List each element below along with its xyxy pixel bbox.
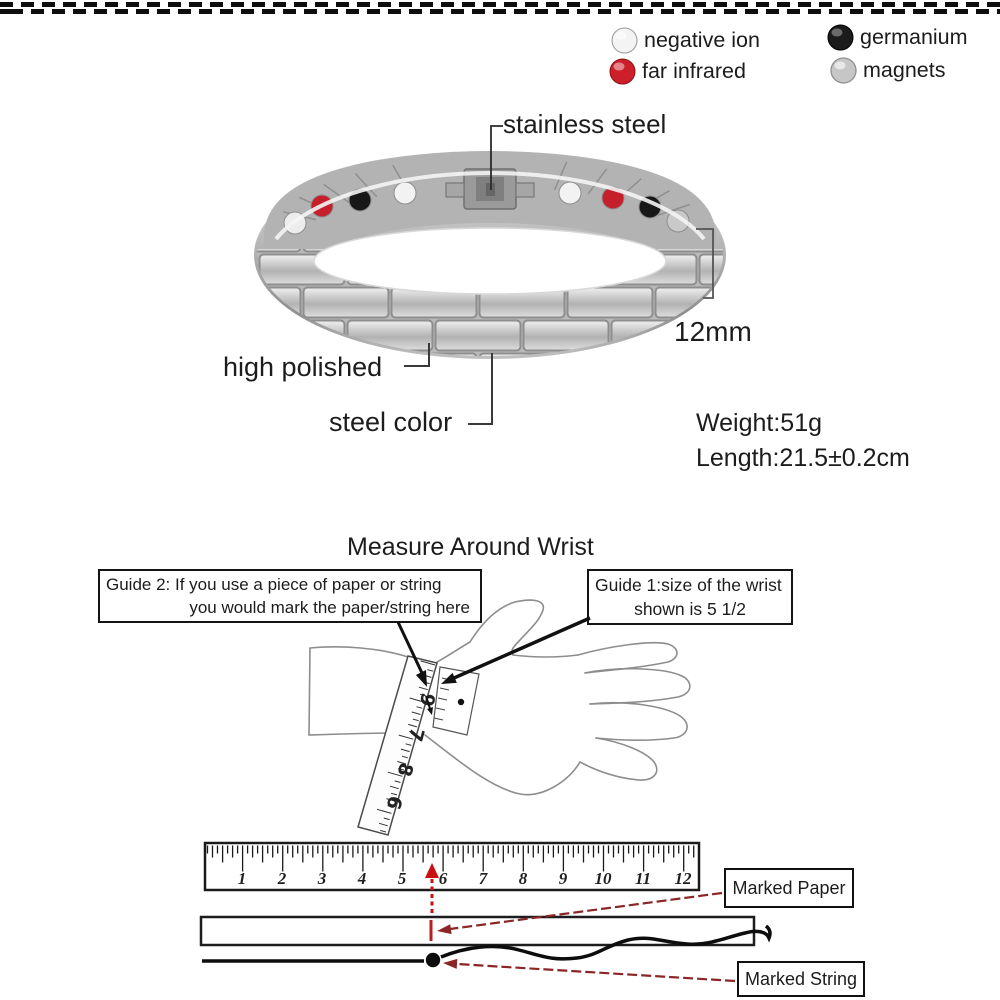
svg-text:8: 8 <box>392 760 417 778</box>
svg-text:7: 7 <box>479 869 489 888</box>
magnets-dot-icon <box>830 57 857 84</box>
guide1-arrow <box>453 616 591 680</box>
hand-illustration: 9 7 8 6 <box>308 599 691 836</box>
svg-text:5: 5 <box>398 869 407 888</box>
svg-text:11: 11 <box>635 869 651 888</box>
legend-label: magnets <box>863 58 946 82</box>
negative-ion-dot-icon <box>611 27 638 54</box>
bracelet-opening <box>313 227 667 295</box>
svg-text:7: 7 <box>403 725 428 743</box>
label-12mm: 12mm <box>674 316 752 347</box>
svg-text:10: 10 <box>595 869 613 888</box>
wrist-tape: 9 7 8 6 <box>357 655 480 836</box>
legend-item-germanium: germanium <box>827 24 968 51</box>
ruler-ticks <box>206 845 695 872</box>
svg-text:3: 3 <box>317 869 327 888</box>
guide2-line1: Guide 2: If you use a piece of paper or … <box>106 575 442 594</box>
svg-text:6: 6 <box>439 869 448 888</box>
guide2-box: Guide 2: If you use a piece of paper or … <box>98 569 482 623</box>
legend-label: negative ion <box>644 28 760 52</box>
legend-label: far infrared <box>642 59 746 83</box>
legend-item-magnets: magnets <box>830 57 945 84</box>
marked-paper-label: Marked Paper <box>724 868 854 908</box>
svg-text:4: 4 <box>357 869 367 888</box>
marked-string-arrow <box>443 958 736 983</box>
guide1-line1: Guide 1:size of the wrist <box>595 575 782 595</box>
svg-text:2: 2 <box>277 869 287 888</box>
paper-strip <box>199 915 756 947</box>
svg-text:8: 8 <box>519 869 528 888</box>
guide2-arrow <box>396 621 424 674</box>
ruler-numbers: 1 2 3 4 5 6 7 8 9 10 11 12 <box>238 869 692 888</box>
tape-mark-dot <box>457 698 465 706</box>
label-stainless-steel: stainless steel <box>503 109 667 139</box>
string <box>202 924 772 968</box>
marked-paper-arrow <box>437 891 723 935</box>
spec-weight: Weight:51g <box>696 409 823 437</box>
bracelet-image <box>254 151 726 359</box>
label-steel-color: steel color <box>329 407 453 437</box>
marked-string-label: Marked String <box>737 961 865 997</box>
svg-text:1: 1 <box>238 869 247 888</box>
spec-length: Length:21.5±0.2cm <box>696 444 910 472</box>
ruler-mark-arrow <box>425 863 439 915</box>
far-infrared-dot-icon <box>609 58 636 85</box>
svg-text:12: 12 <box>675 869 693 888</box>
guide1-line2: shown is 5 1/2 <box>634 599 746 619</box>
section-separator <box>0 0 1000 18</box>
bracelet-clasp <box>445 168 535 210</box>
label-high-polished: high polished <box>223 352 383 382</box>
tape-small-arrow <box>425 695 433 715</box>
legend-item-negative-ion: negative ion <box>611 27 760 54</box>
germanium-dot-icon <box>827 24 854 51</box>
bracelet-rim-highlight <box>274 171 706 241</box>
measure-title: Measure Around Wrist <box>347 533 594 561</box>
tape-numbers: 9 7 8 6 <box>381 690 439 811</box>
legend-item-far-infrared: far infrared <box>609 58 746 85</box>
svg-text:6: 6 <box>381 793 406 811</box>
legend-label: germanium <box>860 25 968 49</box>
measuring-diagram: 1 2 3 4 5 6 7 8 9 10 11 12 <box>199 841 772 983</box>
guide1-box: Guide 1:size of the wrist shown is 5 1/2 <box>587 569 793 625</box>
guide-arrows <box>396 616 591 687</box>
string-mark-dot <box>425 952 441 968</box>
svg-text:9: 9 <box>559 869 568 888</box>
hand-outline <box>308 599 691 796</box>
guide2-line2: you would mark the paper/string here <box>189 598 470 617</box>
